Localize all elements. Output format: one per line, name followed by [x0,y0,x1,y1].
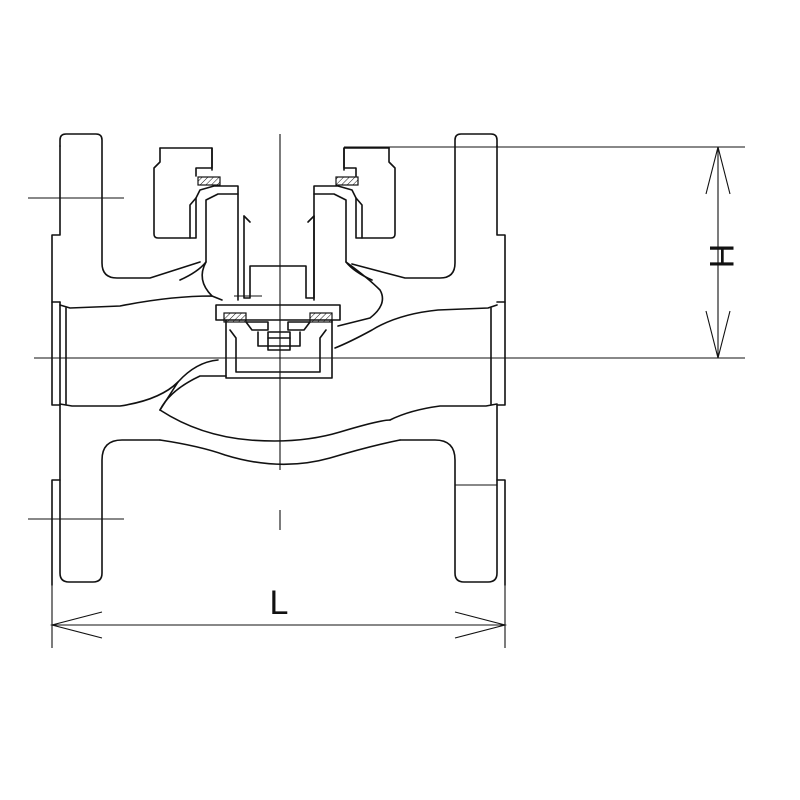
length-label: L [270,584,289,622]
h-arrow-bottom [705,310,731,359]
right-seat-ring [309,312,333,323]
left-bonnet-seal [197,176,221,186]
valve-stem-guide [234,215,315,299]
dimension-h: H [344,146,745,359]
valve-disc [215,304,341,379]
centerlines [28,134,745,530]
left-flange [51,133,201,586]
right-bonnet-seal [335,176,359,186]
right-flange [351,133,506,586]
l-arrow-right [454,611,508,639]
height-label: H [702,244,740,269]
left-seat-ring [223,312,247,323]
bonnet [153,147,396,327]
disc-nut [267,331,291,351]
dimension-l: L [49,584,508,648]
h-arrow-top [705,146,731,195]
l-arrow-left [49,611,103,639]
valve-body-passage [59,295,498,466]
